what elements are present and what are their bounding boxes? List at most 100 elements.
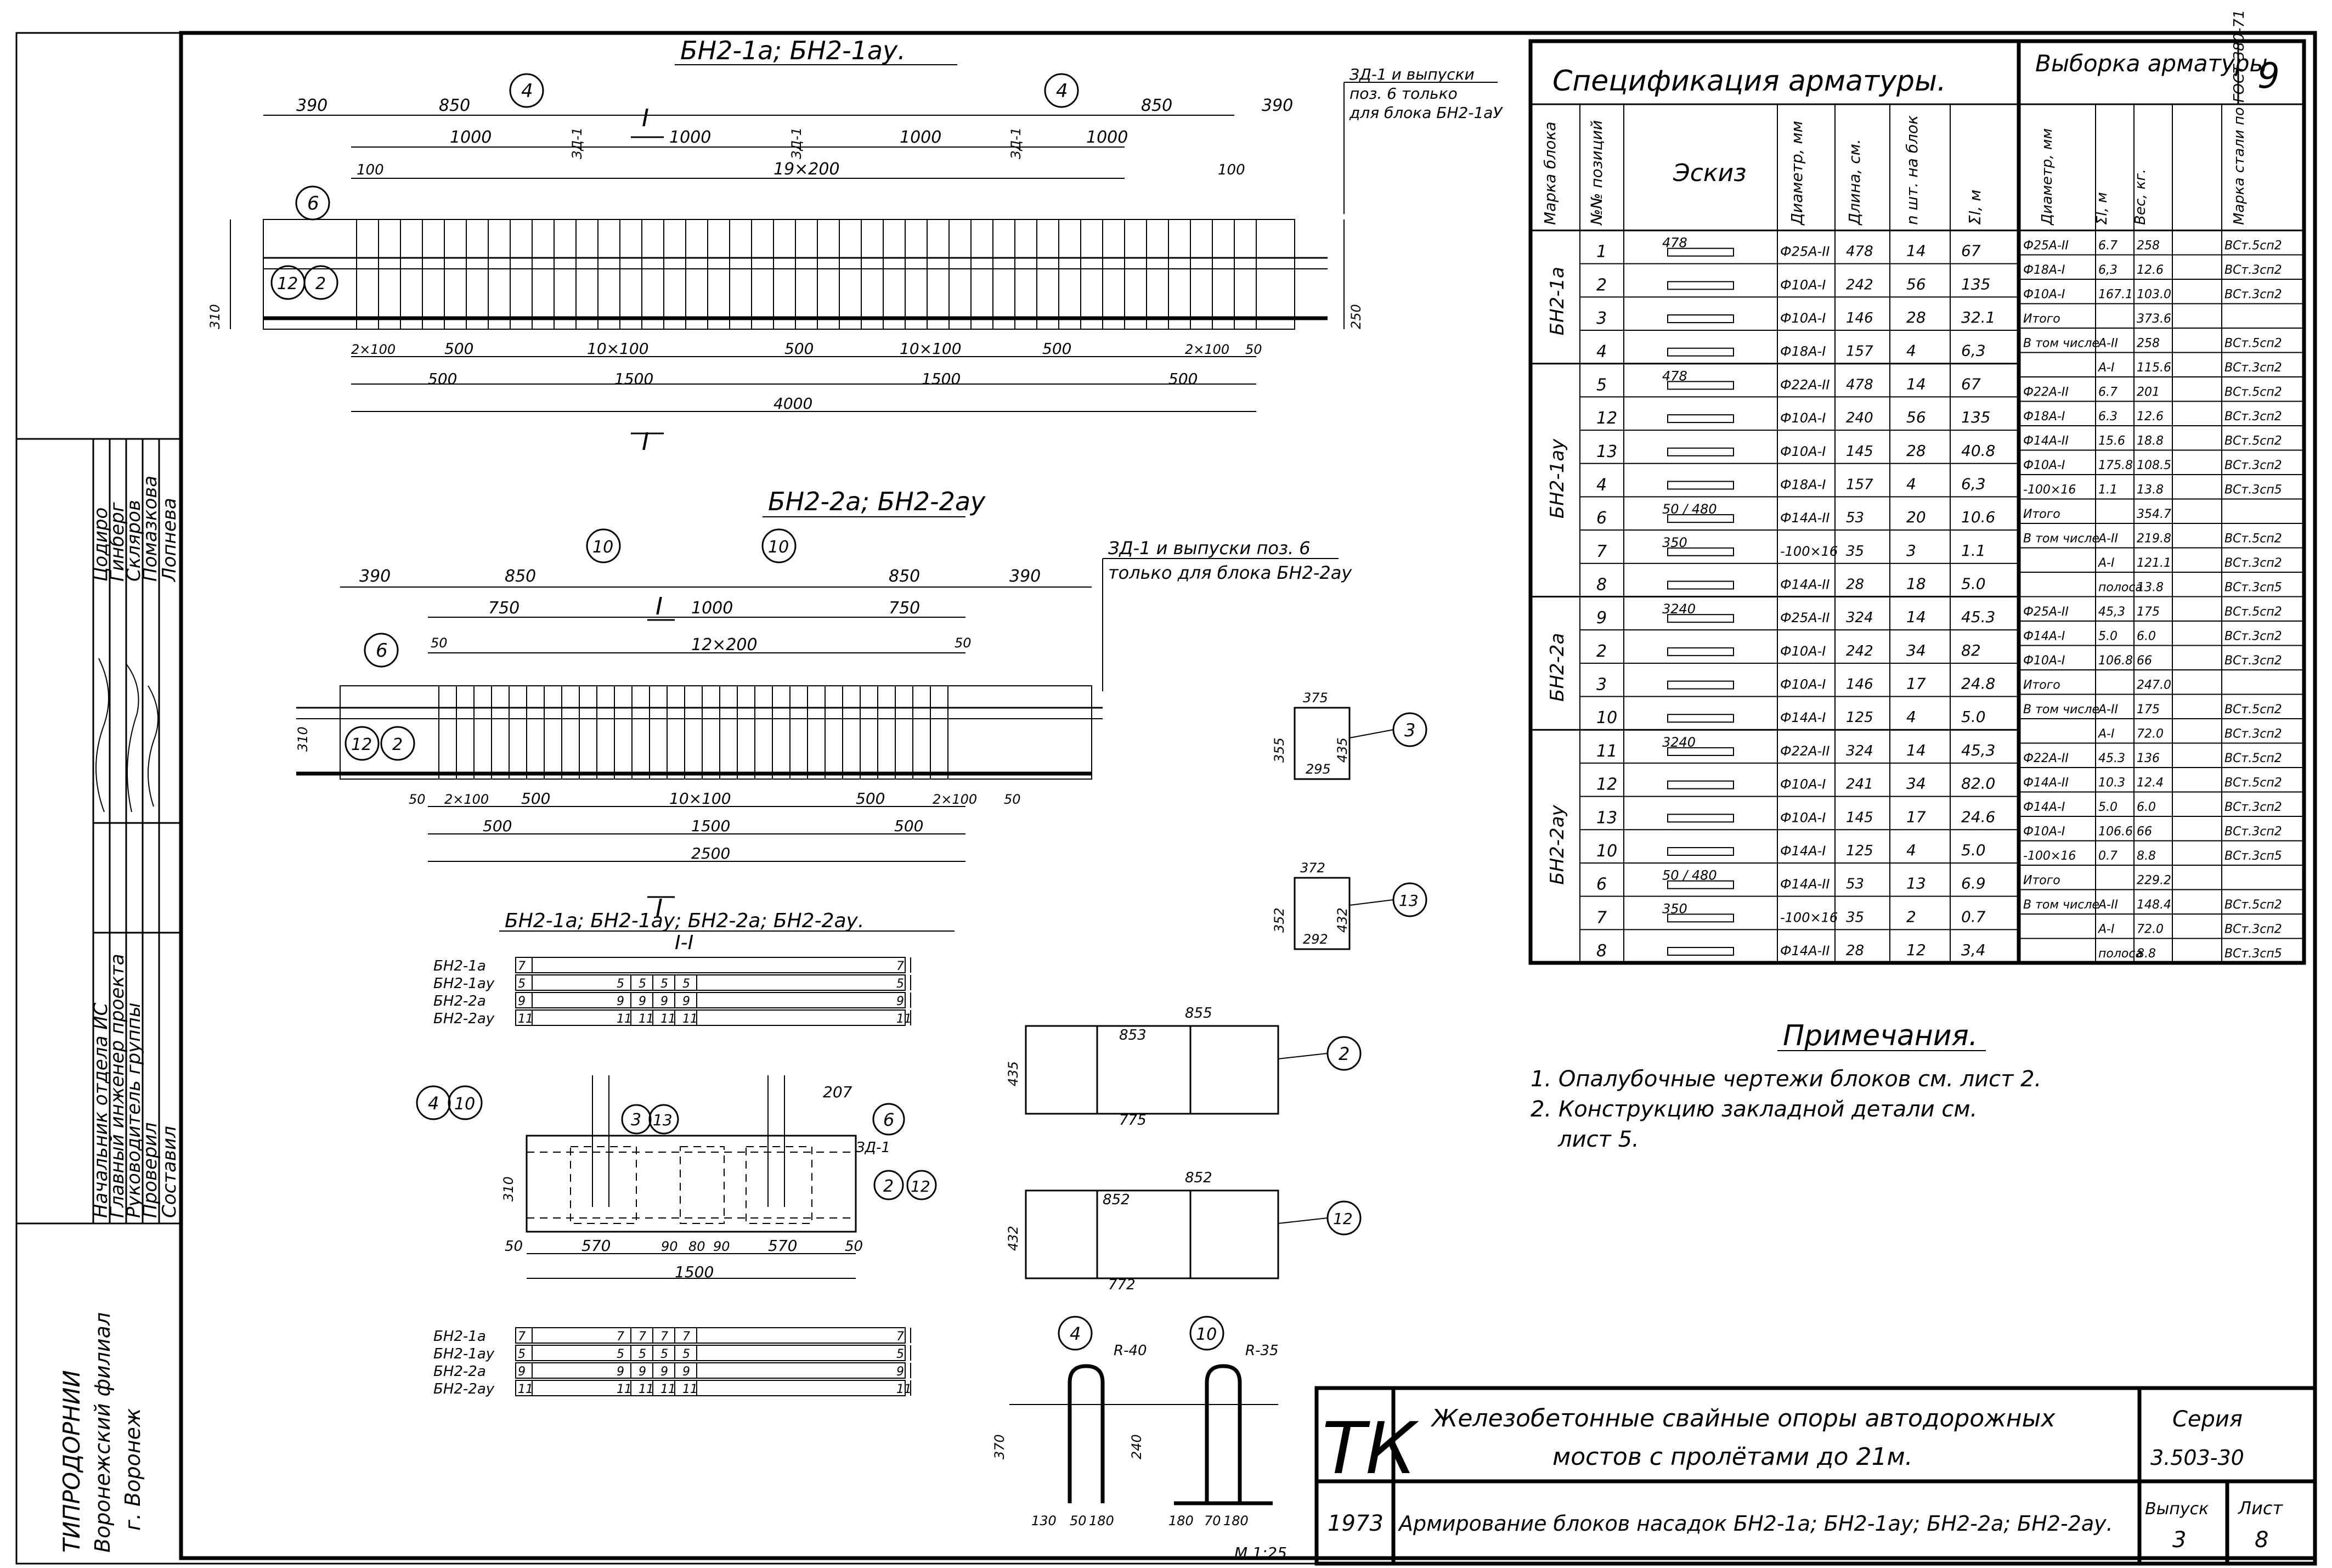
spec-len: 478 xyxy=(1846,376,1873,393)
cs-marker-3 xyxy=(621,1104,652,1135)
role-gip: Главный инженер проекта xyxy=(106,954,128,1218)
name-4: Помазкова xyxy=(139,476,161,582)
svg-text:432: 432 xyxy=(1335,907,1350,933)
spec-count: 56 xyxy=(1906,408,1926,426)
zd-label-1: ЗД-1 xyxy=(569,127,585,159)
spec-diam: Ф14А-I xyxy=(1780,710,1826,725)
vyborka-cell: ВСт.3сп2 xyxy=(2224,923,2282,937)
vyborka-cell: Ф10А-I xyxy=(2023,459,2065,472)
vyborka-cell: 10.3 xyxy=(2098,776,2125,790)
spec-pos: 10 xyxy=(1596,842,1617,861)
vyborka-cell: 6.7 xyxy=(2098,239,2118,253)
vyborka-cell: 148.4 xyxy=(2137,898,2171,912)
svg-text:6: 6 xyxy=(307,193,319,215)
svg-text:130: 130 xyxy=(1031,1513,1057,1528)
spec-sketch xyxy=(1667,281,1734,290)
spec-pos: 2 xyxy=(1596,275,1607,295)
svg-text:ЗД-1: ЗД-1 xyxy=(856,1140,890,1156)
vyborka-cell: 167.1 xyxy=(2098,288,2133,302)
vyborka-cell: 66 xyxy=(2137,825,2152,839)
vyborka-cell: ВСт.3сп5 xyxy=(2224,581,2282,595)
vyborka-cell: 18.8 xyxy=(2137,435,2164,448)
note-2-cont: лист 5. xyxy=(1557,1127,1639,1152)
svg-text:750: 750 xyxy=(889,599,920,618)
spec-diam: Ф10А-I xyxy=(1780,410,1826,426)
svg-text:10×100: 10×100 xyxy=(587,340,649,358)
spec-sketch xyxy=(1667,381,1734,390)
spec-len: 35 xyxy=(1846,909,1864,926)
spec-pos: 10 xyxy=(1596,708,1617,727)
vyborka-cell: 106.8 xyxy=(2098,654,2133,668)
vyborka-cell: 6.0 xyxy=(2137,800,2156,814)
marker-12-b xyxy=(345,726,380,761)
name-2: Гинберг xyxy=(106,501,128,582)
svg-text:375: 375 xyxy=(1303,690,1328,706)
svg-text:310: 310 xyxy=(501,1176,516,1202)
dim-390-l: 390 xyxy=(296,96,328,115)
spec-sketch xyxy=(1667,947,1734,956)
sect-cell: 9 xyxy=(660,995,668,1008)
svg-text:390: 390 xyxy=(1009,567,1041,586)
vyborka-cell: А-I xyxy=(2097,361,2114,375)
notes-block: Примечания. 1. Опалубочные чертежи блоко… xyxy=(1531,1019,2041,1152)
spec-sum: 32.1 xyxy=(1961,308,1995,326)
bar-bend-details: 4 10 R-40 R-35 370 240 130 50 180 180 70… xyxy=(992,1316,1287,1562)
svg-text:10: 10 xyxy=(768,538,789,557)
vyborka-cell: ВСт.5сп2 xyxy=(2224,435,2282,448)
vyborka-cell: 5.0 xyxy=(2098,800,2118,814)
svg-text:70: 70 xyxy=(1204,1513,1221,1528)
dim-850-l: 850 xyxy=(439,96,470,115)
vyborka-cell: 201 xyxy=(2137,386,2160,399)
sect-cell: 11 xyxy=(896,1383,912,1396)
spec-pos: 8 xyxy=(1596,941,1607,961)
spec-header: Эскиз xyxy=(1673,159,1746,187)
sect-row-box xyxy=(515,1345,906,1361)
sect-cell: 5 xyxy=(660,977,668,991)
beam-outline-1 xyxy=(263,219,1295,330)
vyborka-cell: А-II xyxy=(2097,532,2118,546)
svg-text:1500: 1500 xyxy=(675,1263,714,1281)
sect-cell: 5 xyxy=(660,1347,668,1361)
section-i-i: БН2-1а; БН2-1ау; БН2-2а; БН2-2ау. I-I БН… xyxy=(433,910,955,1397)
hoop-3-shape xyxy=(1294,707,1351,780)
spec-sum: 5.0 xyxy=(1961,575,1986,593)
vyborka-cell: полоса xyxy=(2098,947,2143,961)
svg-text:6: 6 xyxy=(883,1109,894,1130)
svg-text:12: 12 xyxy=(351,735,372,754)
svg-text:50: 50 xyxy=(431,635,448,651)
spec-len: 125 xyxy=(1846,709,1873,726)
svg-text:750: 750 xyxy=(488,599,520,618)
dim-1000-4: 1000 xyxy=(1086,128,1128,147)
dim-4000: 4000 xyxy=(773,394,812,413)
spec-header: Σl, м xyxy=(1966,190,1984,225)
spec-title: Спецификация арматуры. xyxy=(1552,65,1946,98)
cs-marker-4 xyxy=(416,1085,451,1120)
sect-cell: 9 xyxy=(617,995,624,1008)
spec-sum: 82.0 xyxy=(1961,775,1995,793)
role-checked: Проверил xyxy=(139,1123,161,1218)
spec-sketch xyxy=(1667,847,1734,856)
vyborka-cell: 8.8 xyxy=(2137,849,2156,863)
sect-cell: 9 xyxy=(682,995,690,1008)
vyborka-cell: ВСт.5сп2 xyxy=(2224,532,2282,546)
vyborka-cell: 175 xyxy=(2137,703,2160,717)
marker-2 xyxy=(303,265,338,300)
spec-sum: 6.9 xyxy=(1961,875,1986,893)
sect-row-name: БН2-2а xyxy=(433,1363,486,1380)
spec-pos: 5 xyxy=(1596,375,1607,394)
spec-len: 157 xyxy=(1846,476,1873,493)
spec-pos: 4 xyxy=(1596,475,1607,494)
vyborka-cell: ВСт.3сп2 xyxy=(2224,654,2282,668)
sheet-outer-frame xyxy=(15,32,2316,1565)
vyborka-cell: ВСт.3сп2 xyxy=(2224,361,2282,375)
svg-text:10×100: 10×100 xyxy=(669,789,731,808)
vyborka-cell: Ф25А-II xyxy=(2023,605,2069,619)
sect-cell: 5 xyxy=(682,1347,690,1361)
svg-text:855: 855 xyxy=(1185,1005,1212,1022)
spec-count: 14 xyxy=(1906,741,1926,759)
vyborka-cell: 175.8 xyxy=(2098,459,2133,472)
cs-marker-10 xyxy=(448,1085,483,1120)
spec-sketch xyxy=(1667,647,1734,656)
svg-text:295: 295 xyxy=(1306,762,1331,777)
spec-count: 4 xyxy=(1906,342,1916,360)
